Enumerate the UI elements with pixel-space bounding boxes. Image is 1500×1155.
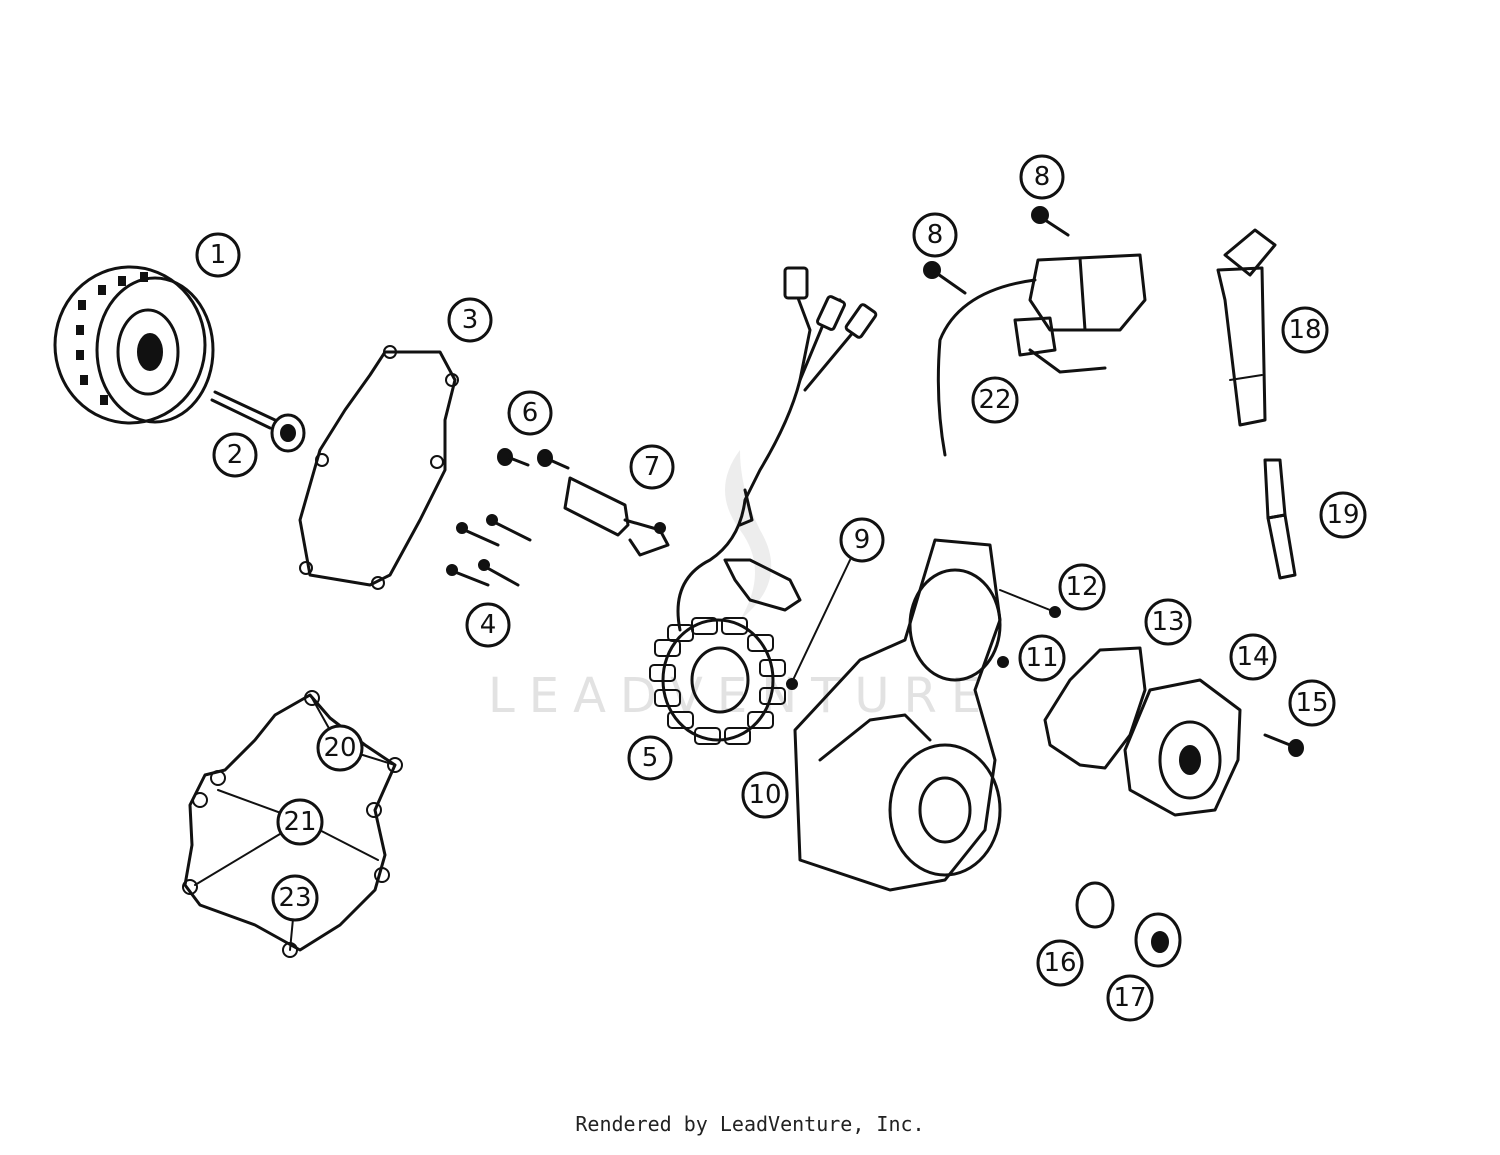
svg-text:22: 22 (978, 385, 1011, 415)
svg-text:16: 16 (1043, 948, 1076, 978)
part-spark-plug (1263, 458, 1297, 580)
part-o-ring (1075, 881, 1115, 929)
svg-text:13: 13 (1151, 607, 1184, 637)
part-starter-motor (936, 253, 1147, 457)
svg-text:12: 12 (1065, 572, 1098, 602)
callout-21[interactable]: 21 (276, 798, 324, 846)
svg-text:6: 6 (522, 398, 539, 428)
leader-12 (999, 589, 1056, 613)
svg-text:1: 1 (210, 240, 227, 270)
part-cover-gasket (298, 345, 459, 590)
callout-9[interactable]: 9 (839, 517, 885, 563)
part-pickup-bolts (497, 448, 570, 470)
footer-credit: Rendered by LeadVenture, Inc. (575, 1112, 925, 1136)
svg-text:8: 8 (1034, 162, 1051, 192)
svg-text:4: 4 (480, 610, 497, 640)
svg-text:21: 21 (283, 807, 316, 837)
callout-6[interactable]: 6 (507, 390, 553, 436)
svg-text:3: 3 (462, 305, 479, 335)
callout-18[interactable]: 18 (1281, 306, 1329, 354)
callout-22[interactable]: 22 (971, 376, 1019, 424)
callout-7[interactable]: 7 (629, 444, 675, 490)
callout-23[interactable]: 23 (271, 874, 319, 922)
callout-1[interactable]: 1 (195, 232, 241, 278)
callout-8a[interactable]: 8 (912, 212, 958, 258)
svg-text:8: 8 (927, 220, 944, 250)
svg-text:7: 7 (644, 452, 661, 482)
part-starter-cover (1123, 678, 1242, 817)
svg-text:18: 18 (1288, 315, 1321, 345)
svg-text:23: 23 (278, 883, 311, 913)
svg-text:5: 5 (642, 743, 659, 773)
callout-2[interactable]: 2 (212, 432, 258, 478)
svg-text:17: 17 (1113, 983, 1146, 1013)
part-pulse-generator (563, 476, 670, 557)
svg-text:14: 14 (1236, 642, 1269, 672)
callout-20[interactable]: 20 (316, 724, 364, 772)
callout-15[interactable]: 15 (1288, 679, 1336, 727)
callout-16[interactable]: 16 (1036, 939, 1084, 987)
svg-text:20: 20 (323, 733, 356, 763)
part-cover-screws (446, 514, 532, 587)
callout-12[interactable]: 12 (1058, 563, 1106, 611)
callout-19[interactable]: 19 (1319, 491, 1367, 539)
callout-17[interactable]: 17 (1106, 974, 1154, 1022)
callout-14[interactable]: 14 (1229, 633, 1277, 681)
svg-text:9: 9 (854, 525, 871, 555)
callout-3[interactable]: 3 (447, 297, 493, 343)
part-stator (649, 266, 878, 745)
part-ignition-coil (1216, 228, 1277, 427)
part-starter-cover-gasket (1043, 646, 1147, 770)
callout-13[interactable]: 13 (1144, 598, 1192, 646)
part-starter-cover-bolt (1263, 733, 1304, 757)
svg-text:15: 15 (1295, 688, 1328, 718)
watermark-text: LEADVENTURE (488, 668, 995, 724)
part-bearing (1134, 912, 1182, 968)
svg-text:11: 11 (1025, 643, 1058, 673)
svg-text:2: 2 (227, 440, 244, 470)
part-starter-bolts (923, 206, 1070, 295)
svg-text:19: 19 (1326, 500, 1359, 530)
callout-4[interactable]: 4 (465, 602, 511, 648)
svg-text:10: 10 (748, 780, 781, 810)
part-flywheel-rotor (53, 265, 215, 425)
callout-8b[interactable]: 8 (1019, 154, 1065, 200)
callouts: 1 2 3 4 5 6 7 8 8 9 10 11 12 13 14 15 16… (195, 154, 1367, 1022)
part-flywheel-bolt (210, 390, 306, 453)
callout-11[interactable]: 11 (1018, 634, 1066, 682)
callout-10[interactable]: 10 (741, 771, 789, 819)
leader-9 (792, 559, 851, 681)
part-ignition-cover (793, 538, 1002, 892)
callout-5[interactable]: 5 (627, 735, 673, 781)
